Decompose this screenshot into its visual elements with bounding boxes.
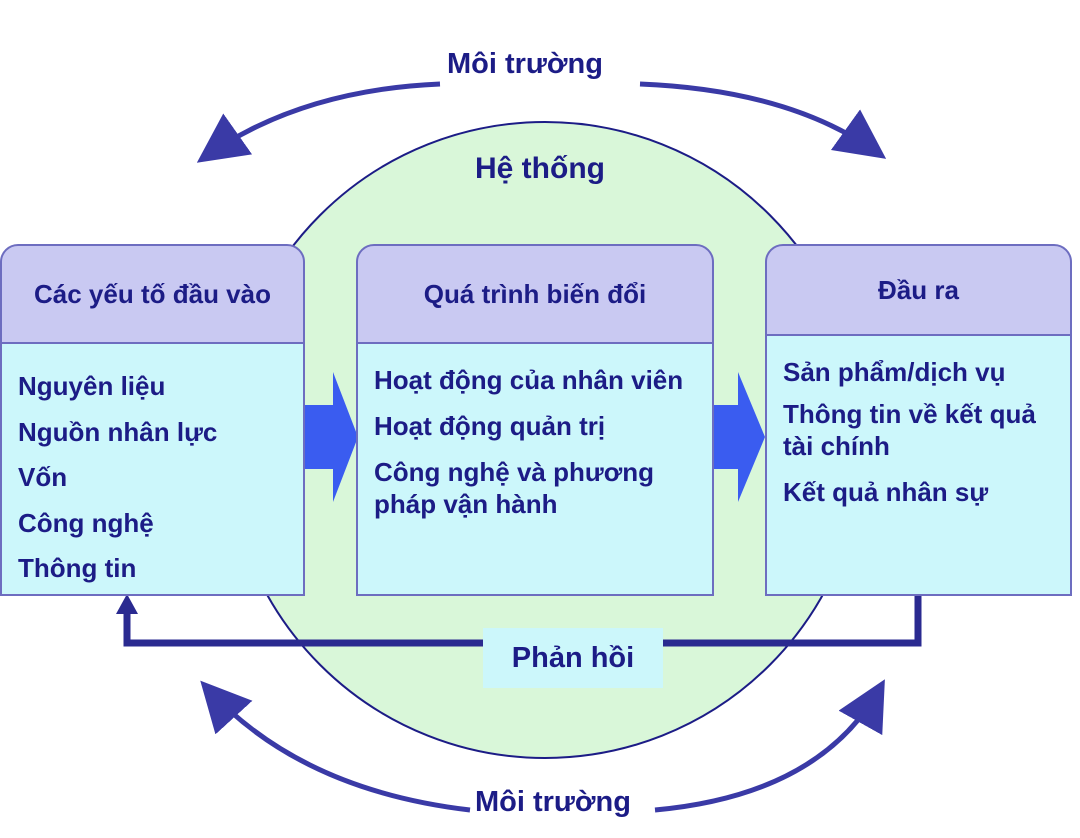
outputs-item: Kết quả nhân sự xyxy=(783,477,989,507)
inputs-item: Nguồn nhân lực xyxy=(18,416,218,447)
feedback-label-box: Phản hồi xyxy=(483,628,663,688)
inputs-item: Công nghệ xyxy=(18,507,154,538)
flow-arrow-input-to-process xyxy=(305,372,358,502)
system-label: Hệ thống xyxy=(475,152,605,185)
process-item: Hoạt động quản trị xyxy=(374,411,606,441)
process-header: Quá trình biến đổi xyxy=(356,244,714,344)
inputs-item: Nguyên liệu xyxy=(18,371,166,401)
environment-arrow-top-right xyxy=(639,81,887,159)
inputs-item: Thông tin xyxy=(18,553,137,583)
inputs-header: Các yếu tố đầu vào xyxy=(0,244,305,344)
feedback-label: Phản hồi xyxy=(511,641,635,674)
outputs-header: Đầu ra xyxy=(765,244,1072,336)
inputs-box: Các yếu tố đầu vào Nguyên liệu Nguồn nhâ… xyxy=(0,244,305,596)
process-body: Hoạt động của nhân viên Hoạt động quản t… xyxy=(356,344,714,596)
inputs-title: Các yếu tố đầu vào xyxy=(34,278,271,309)
flow-arrow-process-to-output xyxy=(714,372,765,502)
inputs-item: Vốn xyxy=(18,462,68,492)
environment-arrow-bottom-right xyxy=(654,679,885,813)
feedback-arrowhead xyxy=(116,594,138,614)
environment-label-top: Môi trường xyxy=(447,48,603,80)
environment-label-bottom: Môi trường xyxy=(475,786,631,818)
process-box: Quá trình biến đổi Hoạt động của nhân vi… xyxy=(356,244,714,596)
outputs-item: Sản phẩm/dịch vụ xyxy=(783,357,1006,387)
outputs-box: Đầu ra Sản phẩm/dịch vụ Thông tin về kết… xyxy=(765,244,1072,596)
environment-arrow-bottom-left xyxy=(200,680,471,813)
process-title: Quá trình biến đổi xyxy=(423,278,647,309)
inputs-body: Nguyên liệu Nguồn nhân lực Vốn Công nghệ… xyxy=(0,344,305,596)
outputs-body: Sản phẩm/dịch vụ Thông tin về kết quả tà… xyxy=(765,336,1072,596)
process-item: Hoạt động của nhân viên xyxy=(374,365,684,395)
process-item: Công nghệ và phương pháp vận hành xyxy=(374,457,654,519)
outputs-item: Thông tin về kết quả tài chính xyxy=(783,399,1036,461)
environment-arrow-top-left xyxy=(196,81,441,163)
outputs-title: Đầu ra xyxy=(878,274,959,305)
